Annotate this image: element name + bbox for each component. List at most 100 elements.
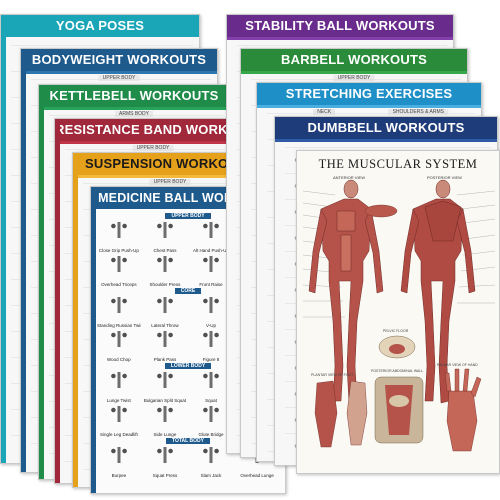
medicine-exercise-cell: Squat [189, 370, 233, 404]
stretching-tag-neck: NECK [313, 109, 336, 115]
suspension-section-tag: UPPER BODY [149, 179, 191, 185]
muscular-system-title: THE MUSCULAR SYSTEM [318, 157, 478, 171]
medicine-exercise-cell: Slam Jack [189, 445, 233, 479]
exercise-label: Squat Press [152, 473, 178, 478]
exercise-label: Wood Chop [106, 357, 131, 362]
exercise-figure-icon [104, 406, 133, 422]
exercise-figure-icon [197, 406, 226, 422]
exercise-label: Lateral Throw [151, 323, 179, 328]
medicine-exercise-cell: Single Leg Deadlift [97, 404, 141, 438]
anterior-figure [308, 179, 384, 404]
muscular-figures-illustration [302, 179, 496, 452]
exercise-figure-icon [150, 256, 179, 272]
anterior-view-label: ANTERIOR VIEW [333, 175, 366, 180]
exercise-figure-icon [104, 447, 133, 463]
medicine-section-header: UPPER BODY [97, 213, 279, 220]
exercise-label: Side Lunge [153, 432, 177, 437]
medicine-exercise-cell: Chest Pass [143, 220, 187, 254]
exercise-figure-icon [197, 256, 226, 272]
medicine-exercise-cell: Shoulder Press [143, 254, 187, 288]
exercise-label: Standing Russian Twist [97, 323, 141, 328]
exercise-label: Plank Pass [153, 357, 177, 362]
exercise-label: V-Up [206, 323, 217, 328]
medicine-exercise-cell: Squat Press [143, 445, 187, 479]
posterior-figure [400, 179, 476, 404]
resistance-band-section-tag: UPPER BODY [132, 145, 174, 151]
exercise-figure-icon [150, 447, 179, 463]
muscular-system-poster: THE MUSCULAR SYSTEM ANTERIOR VIEW POSTER… [296, 150, 500, 474]
medicine-exercise-cell: Side Lunge [143, 404, 187, 438]
exercise-label: Lunge Twist [106, 398, 131, 403]
exercise-label: Overhead Triceps [101, 282, 137, 287]
exercise-label: Alt Hand Push-Up [193, 248, 230, 253]
exercise-figure-icon [197, 331, 226, 347]
yoga-poses-title: YOGA POSES [1, 15, 199, 37]
exercise-figure-icon [197, 297, 226, 313]
medicine-exercise-cell: Figure 8 [189, 329, 233, 363]
medicine-exercise-cell: Close Grip Push-Up [97, 220, 141, 254]
barbell-workouts-title: BARBELL WORKOUTS [241, 49, 467, 71]
stretching-tag-shoulders: SHOULDERS & ARMS [388, 109, 448, 115]
exercise-label: Front Raise [199, 282, 223, 287]
medicine-exercise-cell: Burpee [97, 445, 141, 479]
medicine-exercise-cell: Lateral Throw [143, 295, 187, 329]
exercise-figure-icon [104, 331, 133, 347]
exercise-label: Squat [205, 398, 217, 403]
exercise-figure-icon [150, 372, 179, 388]
medicine-section-label: TOTAL BODY [166, 438, 210, 444]
medicine-exercise-cell: Plank Pass [143, 329, 187, 363]
medicine-exercise-cell: Overhead Triceps [97, 254, 141, 288]
exercise-label: Figure 8 [202, 357, 220, 362]
resistance-band-workouts-title: RESISTANCE BAND WORKOUTS [55, 119, 251, 141]
medicine-section-header: LOWER BODY [97, 363, 279, 370]
pelvic-floor-label: PELVIC FLOOR [383, 329, 409, 333]
medicine-exercise-cell: Front Raise [189, 254, 233, 288]
upper-arm-inset [364, 204, 398, 218]
exercise-label: Close Grip Push-Up [98, 248, 139, 253]
foot-inset [314, 380, 368, 448]
exercise-label: Burpee [111, 473, 127, 478]
bodyweight-section-tag: UPPER BODY [98, 75, 140, 81]
kettlebell-section-tag: ARMS BODY [114, 111, 154, 117]
medicine-section-label: CORE [174, 288, 202, 294]
exercise-figure-icon [150, 297, 179, 313]
exercise-figure-icon [197, 372, 226, 388]
medicine-exercise-row: Burpee Squat Press Slam Jack Overhead Lunge [97, 445, 279, 479]
medicine-exercise-cell: Wood Chop [97, 329, 141, 363]
abdominal-wall-inset [374, 376, 424, 444]
exercise-figure-icon [104, 256, 133, 272]
kettlebell-workouts-title: KETTLEBELL WORKOUTS [39, 85, 229, 107]
dumbbell-workouts-title: DUMBBELL WORKOUTS [275, 117, 497, 139]
stretching-exercises-title: STRETCHING EXERCISES [257, 83, 481, 105]
hand-inset [444, 368, 482, 452]
exercise-figure-icon [104, 222, 133, 238]
medicine-section-label: UPPER BODY [165, 213, 211, 219]
medicine-exercise-cell: Alt Hand Push-Up [189, 220, 233, 254]
medicine-exercise-cell: Lunge Twist [97, 370, 141, 404]
exercise-label: Overhead Lunge [240, 473, 274, 478]
exercise-figure-icon [150, 406, 179, 422]
exercise-figure-icon [104, 297, 133, 313]
pelvis-inset [378, 335, 416, 359]
stability-ball-workouts-title: STABILITY BALL WORKOUTS [227, 15, 453, 37]
exercise-label: Slam Jack [200, 473, 222, 478]
exercise-figure-icon [150, 222, 179, 238]
abdominal-wall-label: POSTERIOR ABDOMINAL WALL [371, 369, 424, 373]
medicine-exercise-cell: V-Up [189, 295, 233, 329]
exercise-figure-icon [197, 447, 226, 463]
exercise-figure-icon [197, 222, 226, 238]
medicine-section-header: CORE [97, 288, 279, 295]
medicine-exercise-cell: Glute Bridge [189, 404, 233, 438]
exercise-label: Chest Pass [153, 248, 177, 253]
hand-label: PALMAR VIEW OF HAND [437, 363, 478, 367]
exercise-label: Single Leg Deadlift [99, 432, 138, 437]
exercise-figure-icon [150, 331, 179, 347]
barbell-section-tag: UPPER BODY [333, 75, 375, 81]
exercise-label: Bulgarian Split Squat [143, 398, 186, 403]
posterior-view-label: POSTERIOR VIEW [427, 175, 462, 180]
bodyweight-workouts-title: BODYWEIGHT WORKOUTS [21, 49, 217, 71]
foot-label: PLANTAR VIEW OF FOOT [311, 373, 354, 377]
suspension-workouts-title: SUSPENSION WORKOUTS [73, 153, 267, 175]
medicine-section-header: TOTAL BODY [97, 438, 279, 445]
exercise-label: Shoulder Press [149, 282, 181, 287]
